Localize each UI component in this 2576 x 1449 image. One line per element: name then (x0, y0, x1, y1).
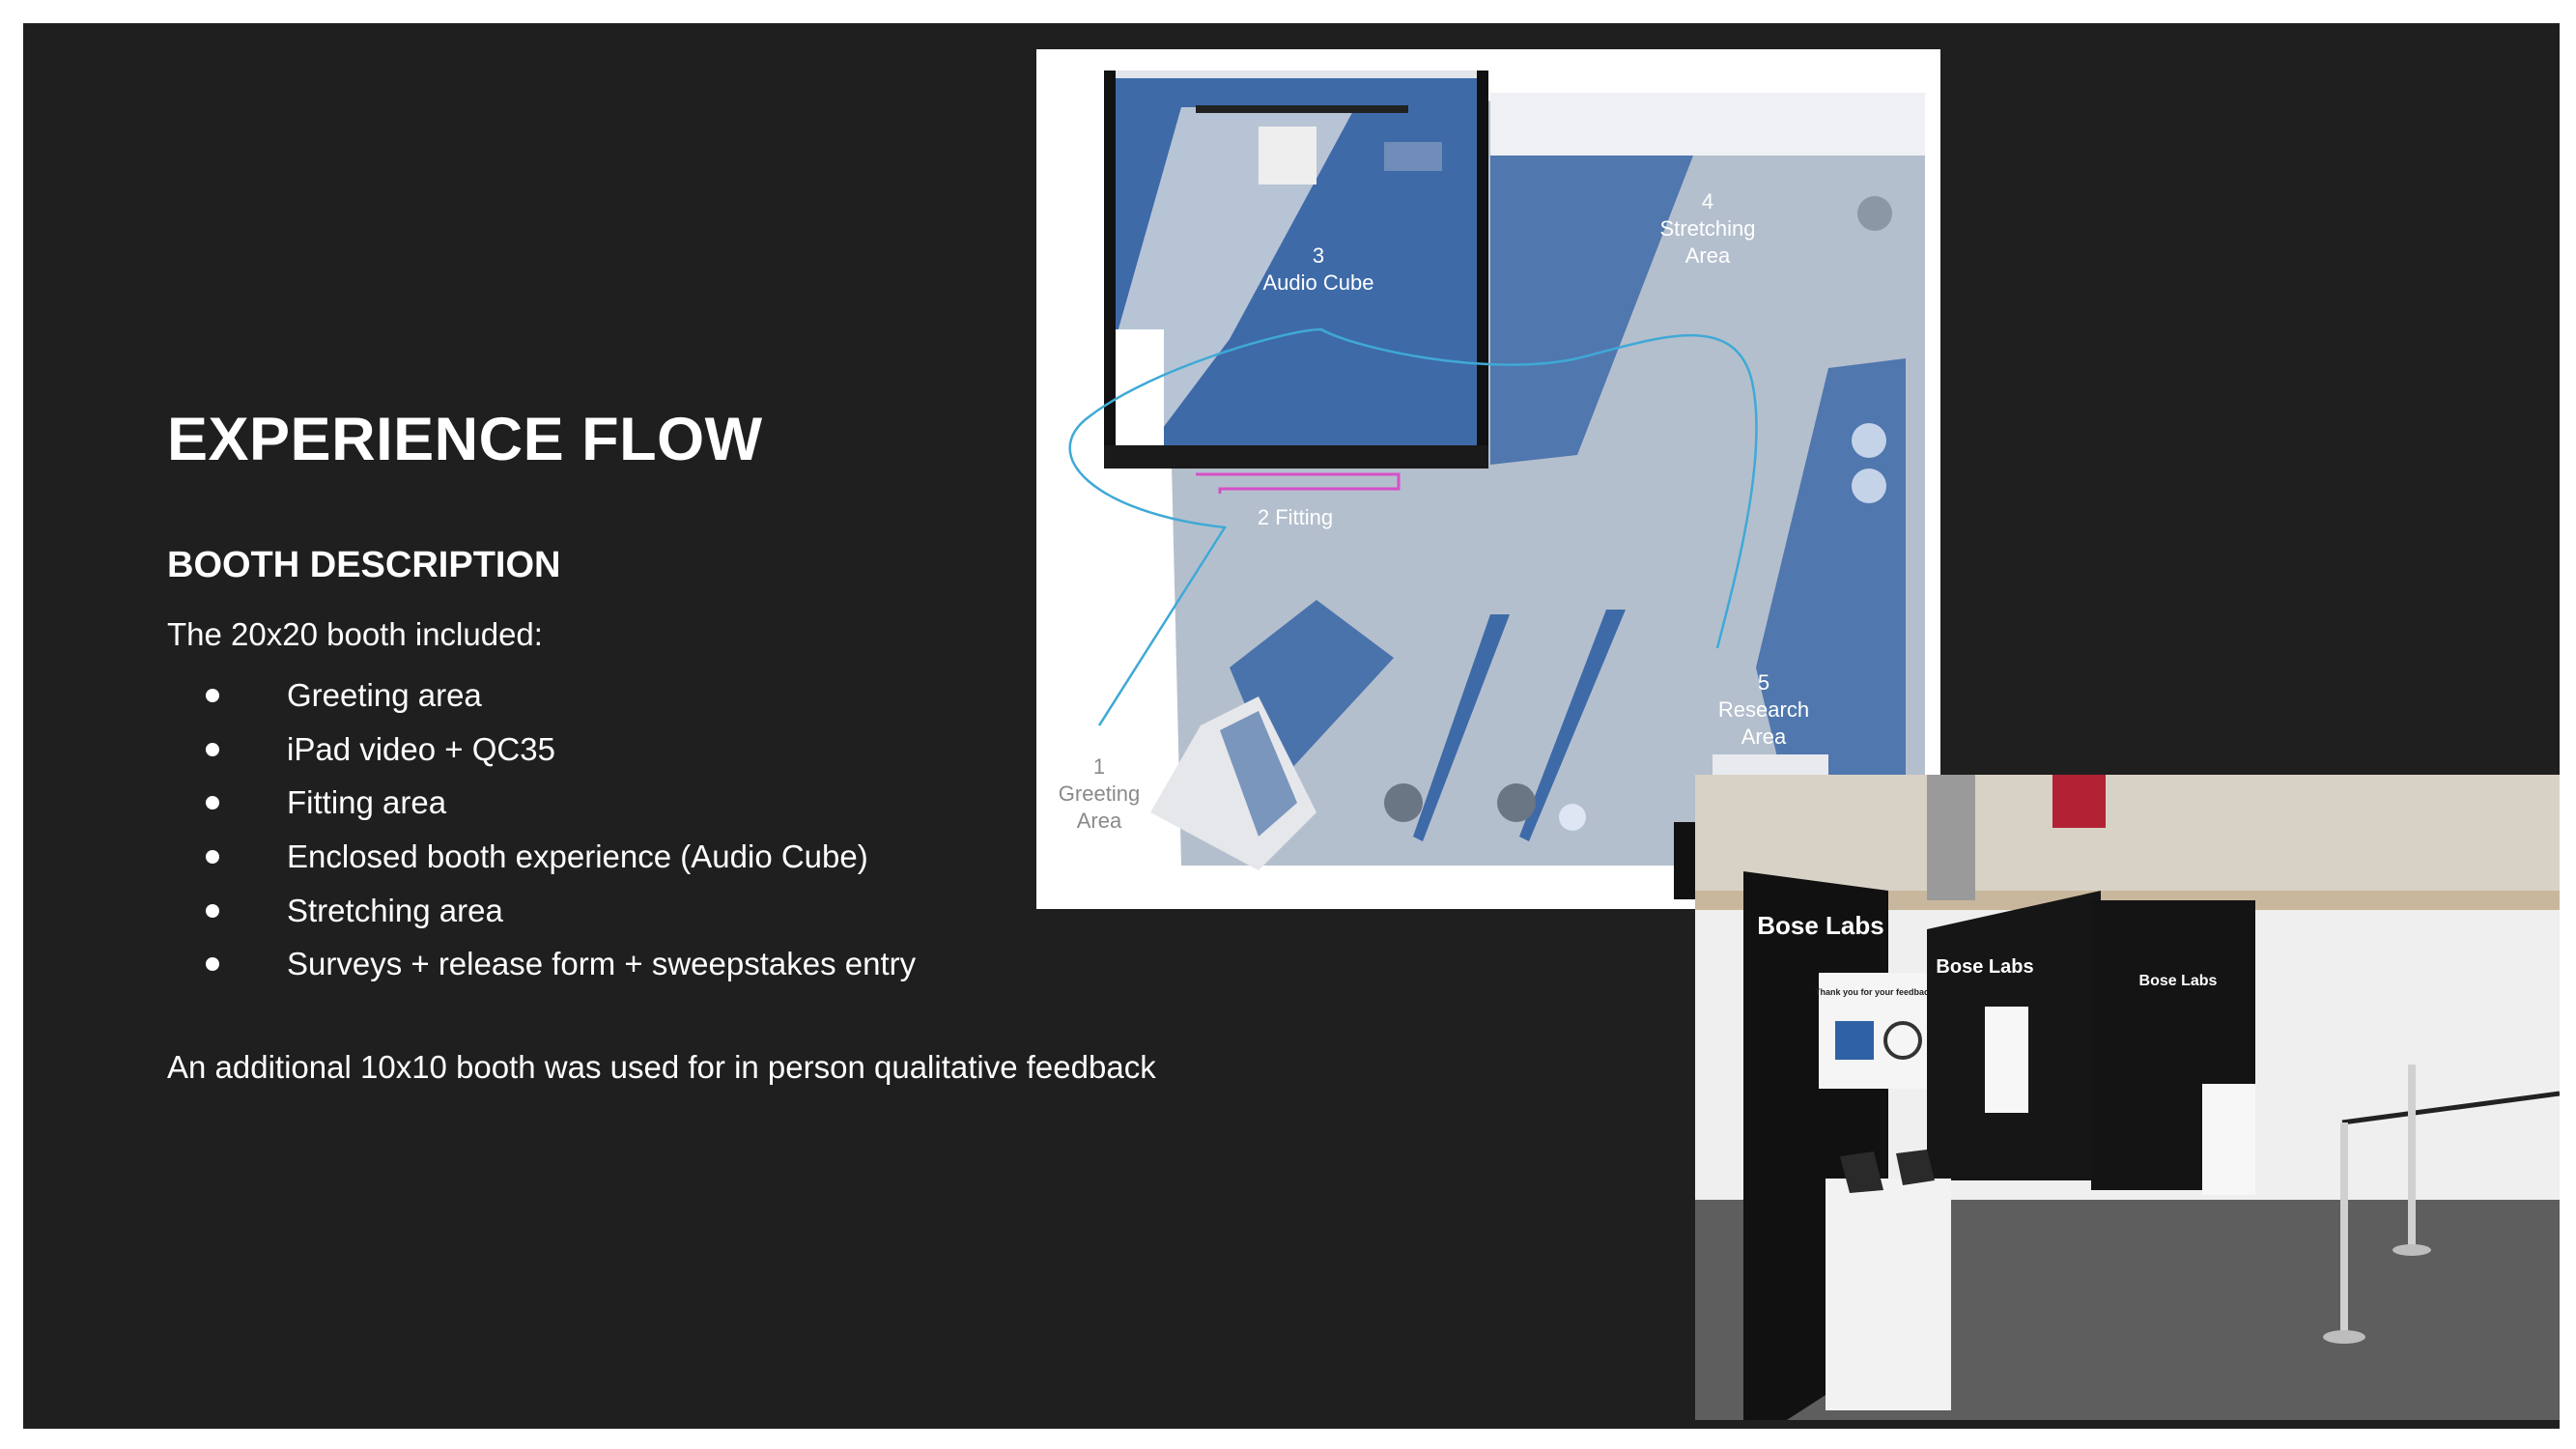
sign-text: Bose Labs (1757, 911, 1884, 940)
floorplan-image: 1 Greeting Area 2 Fitting 3 Audio Cube 4… (1036, 49, 1940, 909)
stool-shape (1384, 783, 1423, 822)
zone-4-label: Stretching (1659, 216, 1755, 241)
floorplan-drawing: 1 Greeting Area 2 Fitting 3 Audio Cube 4… (1059, 71, 1925, 899)
bullet-text: iPad video + QC35 (287, 730, 555, 767)
sign-text: Bose Labs (2139, 973, 2218, 989)
zone-5-label: Research (1718, 697, 1809, 722)
stool-shape (1852, 423, 1886, 458)
bullet-list: Greeting area iPad video + QC35 Fitting … (167, 668, 916, 991)
zone-2-label: 2 Fitting (1258, 505, 1333, 529)
stool-shape (1559, 804, 1586, 831)
seat-shape (1259, 127, 1316, 185)
audio-cube-light (1116, 107, 1355, 455)
stanchion-post (2340, 1122, 2348, 1335)
bullet-icon (206, 957, 219, 972)
visitor-path (1068, 327, 1758, 726)
bullet-text: Enclosed booth experience (Audio Cube) (287, 838, 868, 875)
slide: EXPERIENCE FLOW BOOTH DESCRIPTION The 20… (23, 23, 2560, 1429)
slide-title: EXPERIENCE FLOW (167, 406, 763, 473)
zone-1-label: Greeting (1059, 781, 1140, 806)
stool-shape (1857, 196, 1892, 231)
zone-2-number: 2 (1258, 505, 1269, 529)
tablet-shape (1896, 1150, 1935, 1185)
bullet-icon (206, 903, 219, 918)
bullet-item: Surveys + release form + sweepstakes ent… (167, 937, 916, 991)
floor-shadow-shape (1413, 614, 1510, 841)
tablet-shape (1840, 1151, 1883, 1193)
section-heading: BOOTH DESCRIPTION (167, 545, 561, 585)
stool-shape (1497, 783, 1536, 822)
zone-3-number: 3 (1313, 243, 1324, 268)
poster-text: Thank you for your feedback! (1815, 987, 1937, 997)
zone-1-label: Area (1077, 809, 1122, 833)
counter-shape (1490, 93, 1925, 156)
bullet-item: iPad video + QC35 (167, 723, 916, 777)
poster-image (1835, 1021, 1874, 1060)
stanchion-rope (2341, 1091, 2560, 1125)
duct-shape (1927, 775, 1975, 900)
fitting-mark (1196, 472, 1401, 494)
zone-4-number: 4 (1702, 189, 1713, 213)
stanchion-base (2323, 1330, 2365, 1344)
bullet-text: Surveys + release form + sweepstakes ent… (287, 946, 917, 982)
wall-shape (1104, 71, 1116, 469)
door-shape (1116, 329, 1164, 445)
kiosk-stand (1826, 1179, 1951, 1410)
screen-shape (1196, 105, 1408, 113)
headphones-icon (1883, 1021, 1922, 1060)
stanchion-post (2408, 1065, 2416, 1248)
cube-door (1985, 1007, 2028, 1113)
floor-shadow-shape (1519, 610, 1626, 841)
flag-shape (2052, 775, 2106, 828)
bullet-icon (206, 850, 219, 865)
bullet-item: Greeting area (167, 668, 916, 723)
wall-shape (1477, 71, 1488, 469)
bullet-item: Stretching area (167, 884, 916, 938)
zone-3-label: Audio Cube (1263, 270, 1374, 295)
intro-text: The 20x20 booth included: (167, 616, 543, 652)
bullet-text: Fitting area (287, 784, 447, 821)
bullet-text: Stretching area (287, 892, 503, 928)
bullet-icon (206, 689, 219, 702)
stanchion-base (2392, 1244, 2431, 1256)
survey-stand (2202, 1084, 2255, 1195)
hall-ceiling (1695, 775, 2560, 891)
zone-1-number: 1 (1093, 754, 1105, 779)
stool-shape (1852, 469, 1886, 503)
zone-5-number: 5 (1758, 670, 1769, 695)
note-text: An additional 10x10 booth was used for i… (167, 1049, 1156, 1085)
bullet-icon (206, 796, 219, 810)
floor-shadow-shape (1490, 156, 1693, 465)
bullet-text: Greeting area (287, 677, 482, 713)
bullet-item: Fitting area (167, 776, 916, 830)
zone-2-name: Fitting (1275, 505, 1333, 529)
sign-text: Bose Labs (1936, 956, 2033, 978)
kiosk-shape (1150, 696, 1316, 870)
zone-4-label: Area (1685, 243, 1731, 268)
wall-shape (1104, 445, 1488, 469)
booth-photo-drawing: Bose Labs Thank you for your feedback! B… (1695, 775, 2560, 1420)
bullet-icon (206, 742, 219, 756)
cushion-shape (1384, 142, 1442, 171)
kiosk-screen (1220, 711, 1297, 837)
zone-5-label: Area (1741, 724, 1787, 749)
bullet-item: Enclosed booth experience (Audio Cube) (167, 830, 916, 884)
booth-photo: Bose Labs Thank you for your feedback! B… (1695, 775, 2560, 1420)
